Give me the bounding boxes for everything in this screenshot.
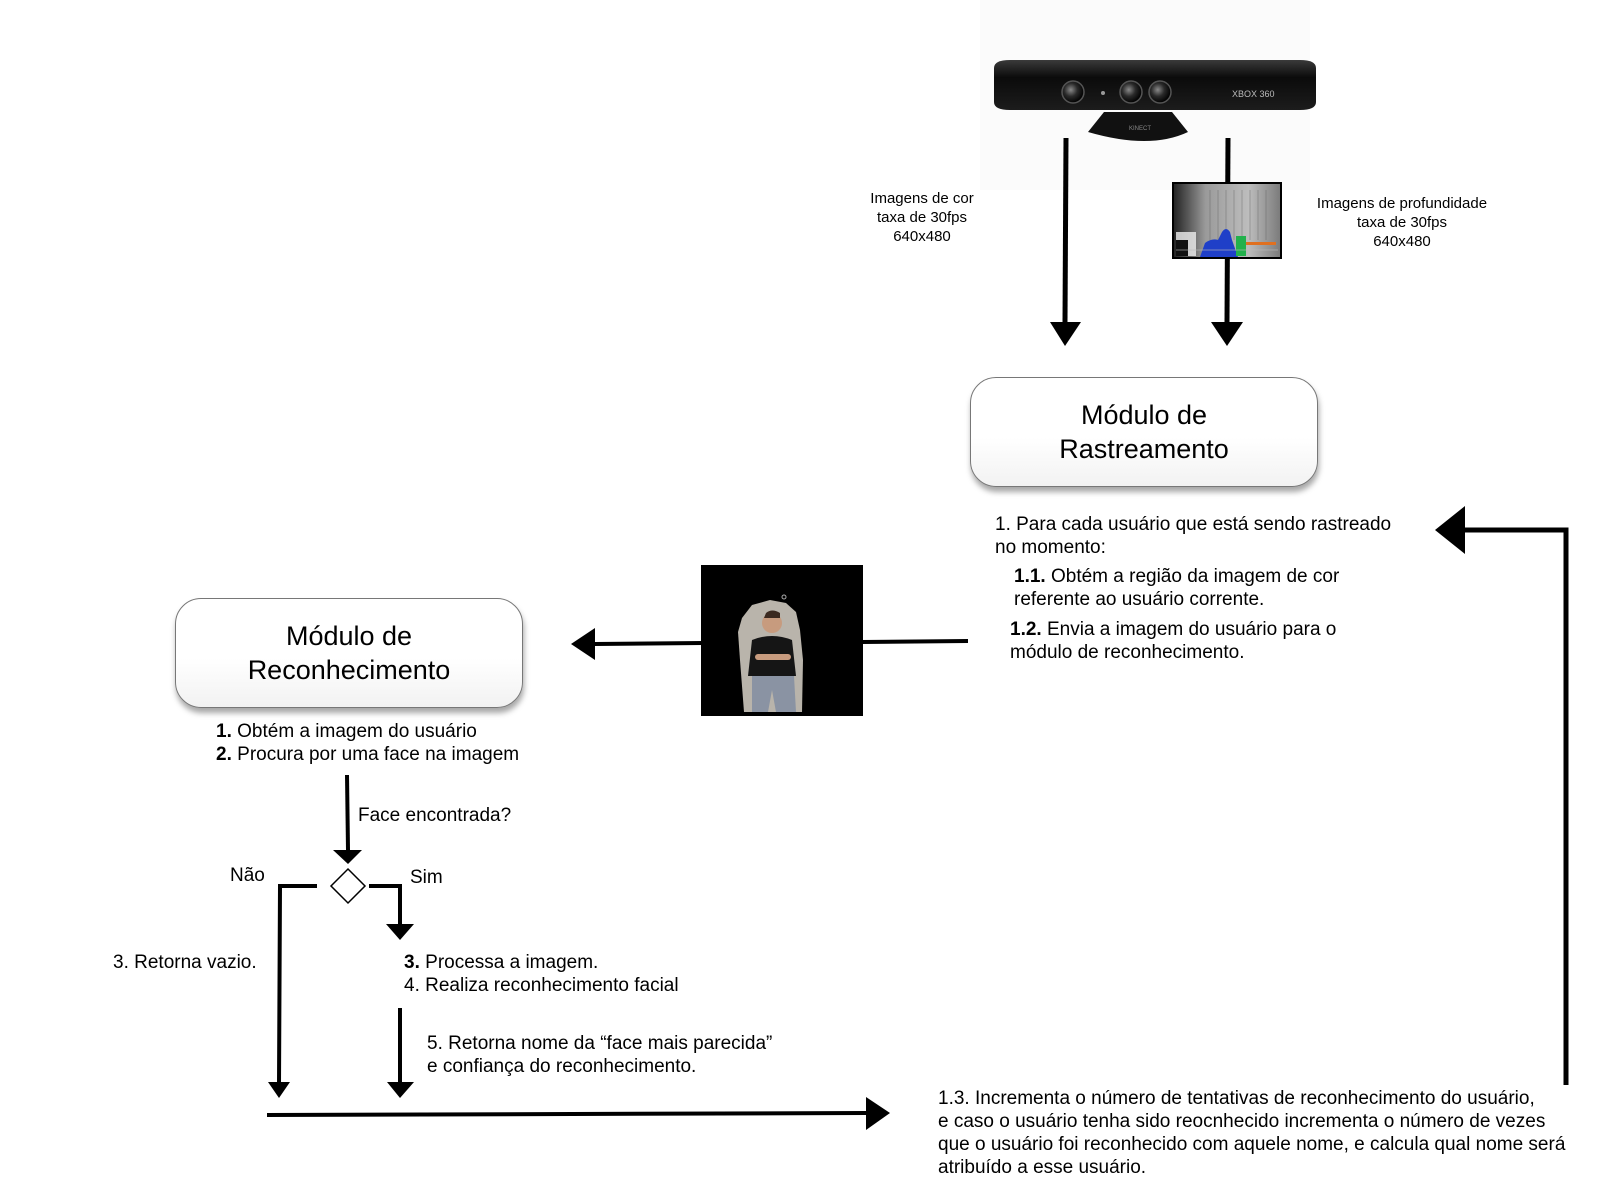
recognition-module-title-line1: Módulo de: [285, 621, 413, 651]
tracking-step-1-3-line2: e caso o usuário tenha sido reocnhecido …: [938, 1111, 1546, 1132]
tracking-step-1-1-line2: referente ao usuário corrente.: [1014, 589, 1265, 610]
depth-stream-resolution: 640x480: [1373, 233, 1431, 250]
tracking-step-1-2-line1: Envia a imagem do usuário para o: [1046, 619, 1337, 640]
tracking-step-1-1-line1: Obtém a região da imagem de cor: [1050, 566, 1340, 587]
decision-question: Face encontrada?: [358, 805, 512, 826]
tracking-step-1-3: 1.3. Incrementa o número de tentativas d…: [938, 1087, 1565, 1179]
recognition-steps-1-2: 1. Obtém a imagem do usuário 2. Procura …: [216, 720, 519, 766]
tracking-step-1-3-line1: 1.3. Incrementa o número de tentativas d…: [938, 1088, 1535, 1109]
tracking-step-1-1: 1.1. Obtém a região da imagem de cor ref…: [1014, 565, 1339, 611]
tracking-step-1-1-number: 1.1.: [1014, 566, 1046, 587]
recognition-step-3-yes-number: 3.: [404, 952, 420, 973]
recognition-steps-3-4-yes: 3. Processa a imagem. 4. Realiza reconhe…: [404, 951, 679, 997]
arrow-loop-back: [1435, 506, 1569, 1085]
kinect-led: [1101, 91, 1105, 95]
recognition-step-3-yes: Processa a imagem.: [425, 952, 599, 973]
kinect-base-label: KINECT: [1129, 126, 1151, 132]
recognition-module-box: Módulo de Reconhecimento: [175, 598, 523, 708]
arrow-no-branch: [268, 884, 317, 1098]
depth-stream-title: Imagens de profundidade: [1316, 195, 1488, 212]
kinect-lens-ir: [1061, 80, 1085, 104]
tracking-step-1-2-number: 1.2.: [1010, 619, 1042, 640]
color-stream-title: Imagens de cor: [870, 190, 974, 207]
arrow-yes-branch: [369, 884, 414, 940]
user-jeans: [752, 676, 796, 712]
depth-stream-rate: taxa de 30fps: [1356, 214, 1448, 231]
tracking-module-title-line2: Rastreamento: [1059, 434, 1229, 464]
recognition-module-title-line2: Reconhecimento: [247, 655, 451, 685]
arrow-color-stream: [1050, 137, 1081, 346]
tracking-step-1-2: 1.2. Envia a imagem do usuário para o mó…: [1010, 618, 1336, 664]
tracking-step-1-3-line4: atribuído a esse usuário.: [938, 1157, 1147, 1178]
tracking-module-box: Módulo de Rastreamento: [970, 377, 1318, 487]
recognition-step-5-line2: e confiança do reconhecimento.: [427, 1056, 697, 1077]
tracking-step-1: 1. Para cada usuário que está sendo rast…: [995, 513, 1391, 559]
recognition-step-1: Obtém a imagem do usuário: [237, 721, 477, 742]
arrow-return-to-tracking: [266, 1097, 890, 1130]
tracking-step-1-line1: 1. Para cada usuário que está sendo rast…: [995, 514, 1392, 535]
recognition-step-4: 4. Realiza reconhecimento facial: [404, 975, 679, 996]
kinect-brand-label: XBOX 360: [1232, 89, 1275, 99]
depth-stream-label: Imagens de profundidade taxa de 30fps 64…: [1304, 194, 1500, 251]
depth-image-thumbnail: [1172, 182, 1282, 259]
color-stream-rate: taxa de 30fps: [876, 209, 968, 226]
recognition-step-5: 5. Retorna nome da “face mais parecida” …: [427, 1032, 772, 1078]
recognition-step-2-number: 2.: [216, 744, 232, 765]
color-stream-resolution: 640x480: [893, 228, 951, 245]
arrow-step5: [387, 1008, 414, 1098]
recognition-step-5-line1: 5. Retorna nome da “face mais parecida”: [427, 1033, 773, 1054]
recognition-step-1-number: 1.: [216, 721, 232, 742]
kinect-sensor-image: KINECT XBOX 360: [980, 0, 1316, 190]
tracking-step-1-3-line3: que o usuário foi reconhecido com aquele…: [938, 1134, 1566, 1155]
decision-diamond: [329, 867, 367, 905]
arrow-user-image: [571, 628, 969, 660]
tracking-module-title-line1: Módulo de: [1080, 400, 1208, 430]
kinect-lens-depth: [1148, 80, 1172, 104]
decision-no-label: Não: [230, 865, 265, 886]
recognition-step-2: Procura por uma face na imagem: [237, 744, 520, 765]
recognition-step-3-no: 3. Retorna vazio.: [113, 952, 257, 973]
decision-yes-label: Sim: [410, 867, 443, 888]
kinect-lens-rgb: [1119, 80, 1143, 104]
user-photo: [701, 565, 863, 716]
tracking-step-1-line2: no momento:: [995, 537, 1106, 558]
color-stream-label: Imagens de cor taxa de 30fps 640x480: [858, 189, 986, 246]
tracking-step-1-2-line2: módulo de reconhecimento.: [1010, 642, 1245, 663]
arrow-to-decision: [333, 774, 362, 864]
kinect-base: [1088, 112, 1188, 141]
